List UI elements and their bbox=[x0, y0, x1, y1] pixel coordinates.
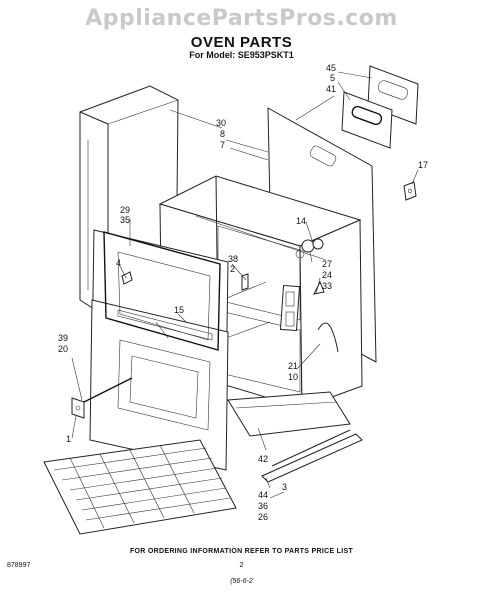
oven-rack bbox=[43, 439, 237, 535]
callout-45: 45 bbox=[326, 63, 336, 73]
page-number: 2 bbox=[239, 562, 244, 569]
callout-20: 20 bbox=[58, 344, 68, 354]
leader-lines bbox=[71, 71, 419, 499]
callout-5: 5 bbox=[330, 73, 335, 83]
bottom-tray bbox=[227, 391, 351, 437]
callout-35: 35 bbox=[120, 215, 130, 225]
revision-code: (56-6-2 bbox=[230, 578, 253, 585]
callout-8: 8 bbox=[220, 129, 225, 139]
ordering-note: FOR ORDERING INFORMATION REFER TO PARTS … bbox=[129, 548, 354, 555]
broil-element bbox=[261, 429, 363, 489]
callout-30: 30 bbox=[216, 118, 226, 128]
model-line: For Model: SE953PSKT1 bbox=[189, 50, 294, 60]
callout-29: 29 bbox=[120, 205, 130, 215]
callout-27: 27 bbox=[322, 259, 332, 269]
watermark: AppliancePartsPros.com bbox=[85, 6, 398, 31]
hinge bbox=[71, 377, 133, 419]
callout-41: 41 bbox=[326, 84, 336, 94]
document-number: 878997 bbox=[7, 562, 31, 569]
callout-2: 2 bbox=[230, 264, 235, 274]
callout-10: 10 bbox=[288, 372, 298, 382]
vent-plate-inner bbox=[341, 91, 393, 149]
front-frame bbox=[89, 229, 229, 471]
callout-36: 36 bbox=[258, 501, 268, 511]
callout-39: 39 bbox=[58, 333, 68, 343]
callout-44: 44 bbox=[258, 490, 268, 500]
callout-21: 21 bbox=[288, 361, 298, 371]
callout-7: 7 bbox=[220, 140, 225, 150]
callouts: 45 5 41 30 8 7 17 14 27 24 33 29 35 38 2… bbox=[58, 63, 428, 522]
page-title: OVEN PARTS bbox=[190, 34, 293, 51]
callout-3: 3 bbox=[282, 482, 287, 492]
callout-4: 4 bbox=[116, 258, 121, 268]
callout-17: 17 bbox=[418, 160, 428, 170]
callout-24: 24 bbox=[322, 270, 332, 280]
callout-26: 26 bbox=[258, 512, 268, 522]
callout-42: 42 bbox=[258, 454, 268, 464]
side-bracket bbox=[403, 181, 417, 201]
callout-14: 14 bbox=[296, 216, 306, 226]
callout-15: 15 bbox=[174, 305, 184, 315]
callout-33: 33 bbox=[322, 281, 332, 291]
bracket bbox=[121, 271, 249, 291]
callout-1: 1 bbox=[66, 434, 71, 444]
control-components bbox=[279, 238, 339, 353]
callout-38: 38 bbox=[228, 254, 238, 264]
